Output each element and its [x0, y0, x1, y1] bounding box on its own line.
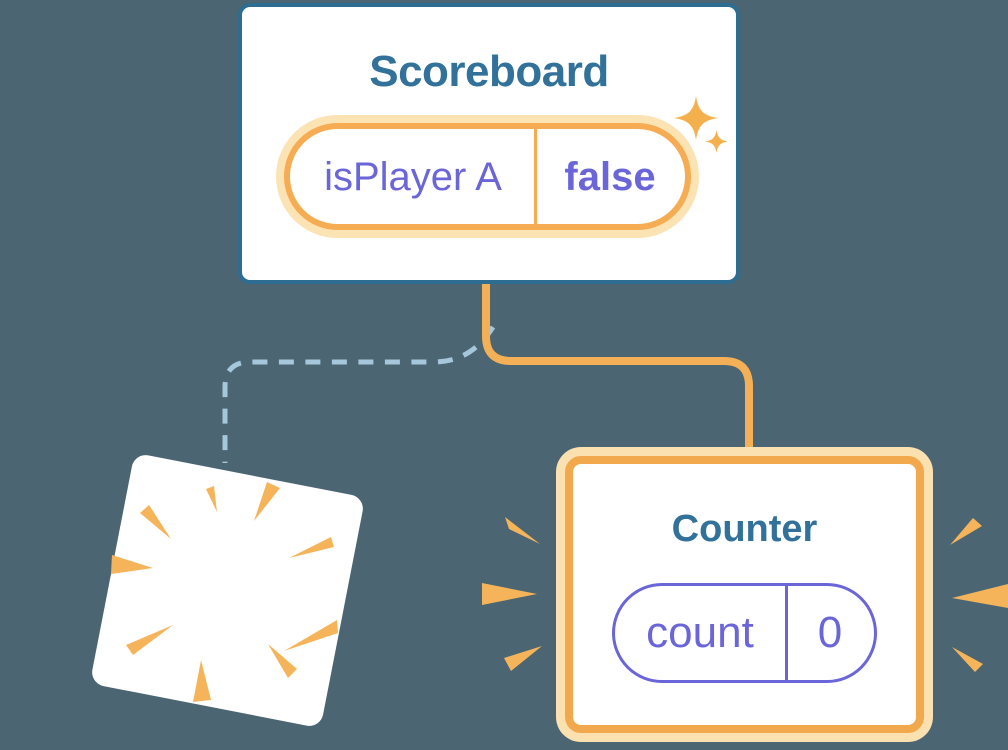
state-name-label: isPlayer A [324, 155, 502, 199]
counter-title: Counter [671, 508, 818, 550]
destroyed-counter-card [89, 452, 366, 729]
scoreboard-title: Scoreboard [369, 47, 609, 96]
edge-kept-orange [482, 281, 753, 452]
state-value-label: false [564, 155, 656, 199]
counter-state-pill [612, 583, 877, 683]
edge-removed-dashed [222, 325, 496, 463]
emphasis-rays-left-icon [482, 517, 542, 671]
count-name-label: count [646, 608, 754, 657]
emphasis-rays-right-icon [950, 518, 1008, 672]
state-pill-divider [534, 129, 537, 224]
scoreboard-state-pill [284, 123, 691, 230]
count-value-label: 0 [817, 608, 843, 657]
counter-pill-divider [785, 586, 788, 680]
